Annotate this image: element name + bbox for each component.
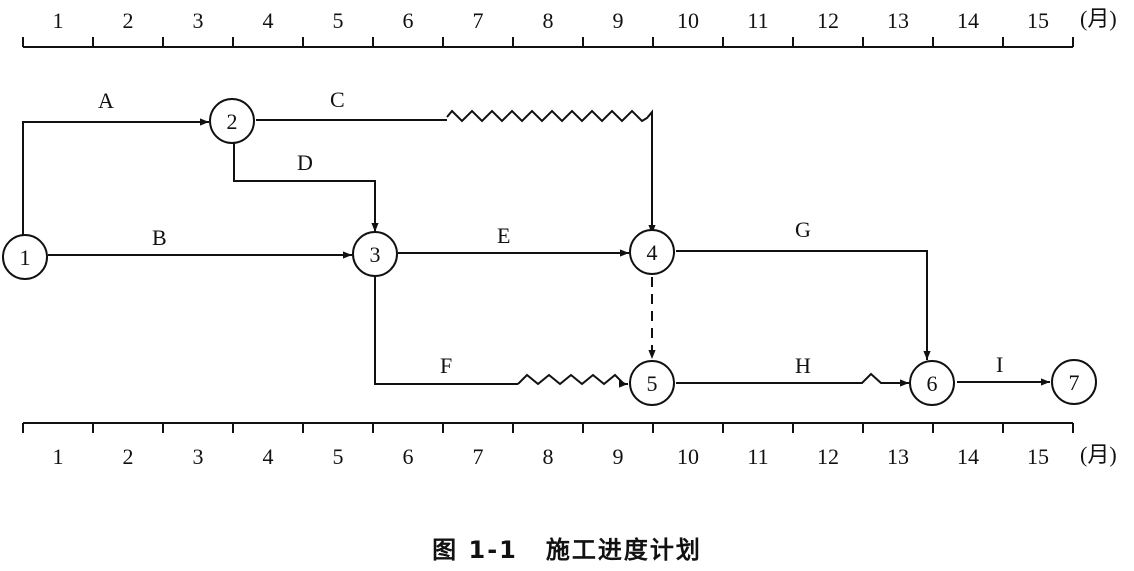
node-3: 3 [352,231,398,277]
bottom-scale-month-label: 9 [613,444,624,469]
node-number: 7 [1069,370,1080,395]
activity-A: A [22,88,209,236]
top-scale-month-label: 1 [53,8,64,33]
activity-label-B: B [152,225,167,250]
top-scale-month-label: 12 [817,8,839,33]
top-scale-month-label: 2 [123,8,134,33]
top-scale-month-label: 13 [887,8,909,33]
bottom-scale-month-label: 13 [887,444,909,469]
activity-label-C: C [330,87,345,112]
free-float-wave-F [517,373,628,388]
node-number: 4 [647,240,658,265]
free-float-wave-C [446,109,656,234]
bottom-scale-month-label: 4 [263,444,274,469]
activity-label-F: F [440,353,452,378]
node-number: 2 [227,109,238,134]
top-scale-month-label: 8 [543,8,554,33]
bottom-scale-month-label: 8 [543,444,554,469]
bottom-scale-month-label: 7 [473,444,484,469]
top-scale-month-label: 11 [747,8,768,33]
node-number: 3 [370,242,381,267]
figure-caption: 图 1-1 施工进度计划 [0,530,1134,565]
node-4: 4 [629,229,675,275]
bottom-scale-month-label: 2 [123,444,134,469]
node-5: 5 [629,360,675,406]
top-scale-month-label: 15 [1027,8,1049,33]
top-scale-month-label: 14 [957,8,979,33]
top-scale-month-label: 6 [403,8,414,33]
bottom-scale-month-label: 11 [747,444,768,469]
activity-H: H [676,353,909,387]
node-1: 1 [2,234,48,280]
activity-label-I: I [996,352,1003,377]
bottom-scale-month-label: 15 [1027,444,1049,469]
node-7: 7 [1051,359,1097,405]
top-scale-month-label: 10 [677,8,699,33]
bottom-scale-month-label: 12 [817,444,839,469]
activity-label-A: A [98,88,114,113]
bottom-scale-month-label: 14 [957,444,979,469]
activity-label-G: G [795,217,811,242]
node-6: 6 [909,360,955,406]
top-scale-month-label: 4 [263,8,274,33]
activity-label-H: H [795,353,811,378]
top-scale-month-label: 5 [333,8,344,33]
figure-number: 图 1-1 [432,536,518,564]
activity-D: D [233,143,379,232]
activity-G: G [676,217,931,360]
top-scale-month-label: 9 [613,8,624,33]
activity-C: C [256,87,656,234]
node-number: 1 [20,245,31,270]
top-scale-unit: (月) [1080,6,1117,31]
node-number: 6 [927,371,938,396]
top-scale-month-label: 7 [473,8,484,33]
activity-F: F [374,277,628,388]
activity-I: I [957,352,1050,386]
bottom-scale-unit: (月) [1080,442,1117,467]
bottom-scale-month-label: 10 [677,444,699,469]
top-scale-month-label: 3 [193,8,204,33]
activity-B: B [48,225,352,259]
node-2: 2 [209,98,255,144]
activity-E: E [398,223,629,257]
bottom-scale-month-label: 3 [193,444,204,469]
bottom-scale-month-label: 5 [333,444,344,469]
activity-label-D: D [297,150,313,175]
bottom-scale-month-label: 6 [403,444,414,469]
node-number: 5 [647,371,658,396]
figure-title: 施工进度计划 [545,536,702,564]
activity-label-E: E [497,223,510,248]
bottom-scale-month-label: 1 [53,444,64,469]
